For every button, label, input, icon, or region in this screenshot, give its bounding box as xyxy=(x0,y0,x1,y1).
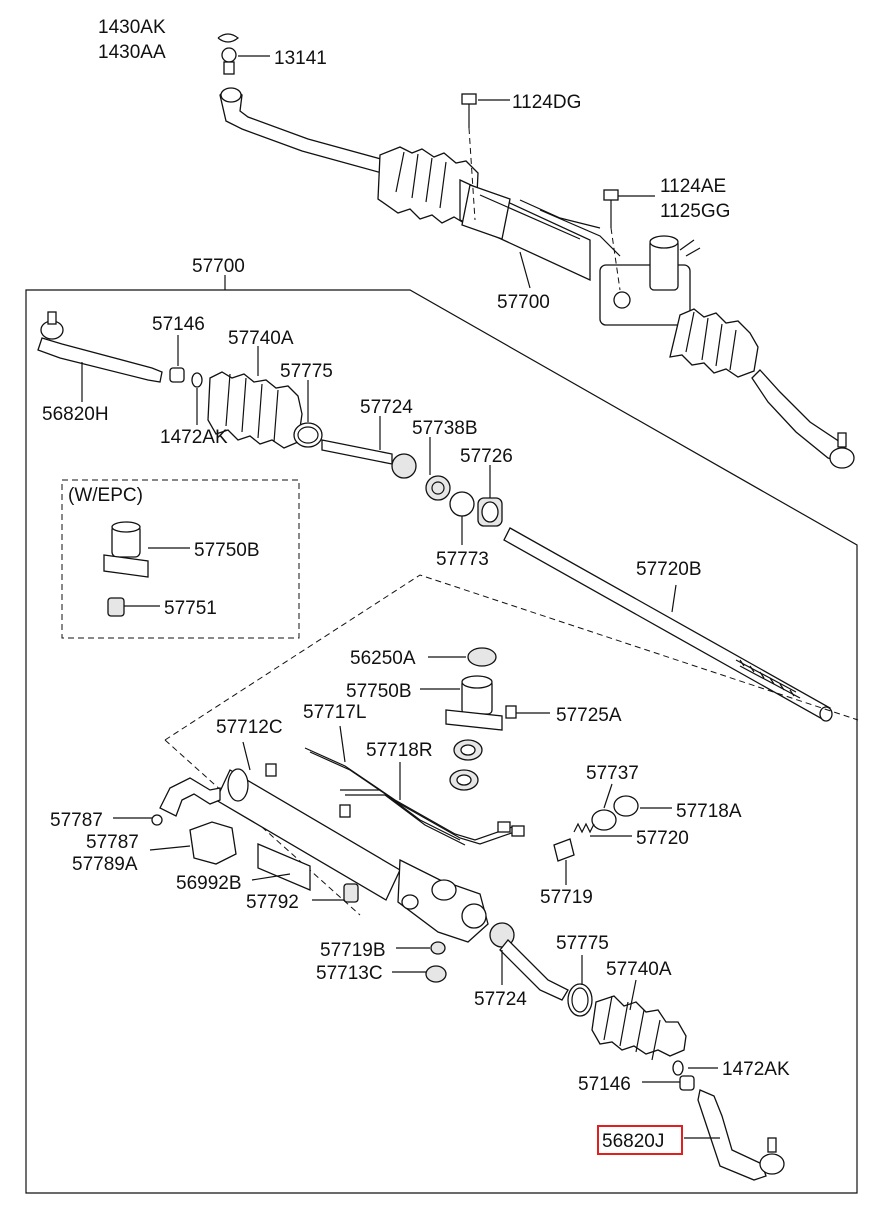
label-57724-b: 57724 xyxy=(474,989,527,1010)
label-57737: 57737 xyxy=(586,763,639,784)
left-tie-rod-parts xyxy=(37,311,503,527)
label-57713c: 57713C xyxy=(316,963,383,984)
leader-lines-gear xyxy=(113,656,672,973)
leader-lines-top xyxy=(238,55,655,291)
label-56992b: 56992B xyxy=(176,873,242,894)
label-1124dg: 1124DG xyxy=(512,92,581,113)
leader-lines-mid xyxy=(81,335,491,545)
label-57719b: 57719B xyxy=(320,940,386,961)
label-w-epc: (W/EPC) xyxy=(68,485,143,506)
label-57726: 57726 xyxy=(460,446,513,467)
label-1430aa: 1430AA xyxy=(98,42,166,63)
label-1472ak-a: 1472AK xyxy=(160,427,228,448)
label-57718r: 57718R xyxy=(366,740,433,761)
label-57750b-b: 57750B xyxy=(346,681,412,702)
label-1430ak: 1430AK xyxy=(98,17,166,38)
label-57700-box: 57700 xyxy=(497,292,550,313)
label-57787-a: 57787 xyxy=(50,810,103,831)
label-1124ae: 1124AE xyxy=(660,176,726,197)
label-57700-top: 57700 xyxy=(192,256,245,277)
label-57719: 57719 xyxy=(540,887,593,908)
label-57720b: 57720B xyxy=(636,559,702,580)
label-1125gg: 1125GG xyxy=(660,201,730,222)
leader-lines-right xyxy=(501,950,720,1139)
label-57146-a: 57146 xyxy=(152,314,205,335)
label-57146-b: 57146 xyxy=(578,1074,631,1095)
label-57717l: 57717L xyxy=(303,702,366,723)
w-epc-box xyxy=(61,479,300,639)
rack-bar xyxy=(503,527,833,722)
label-57724-a: 57724 xyxy=(360,397,413,418)
part-labels: 1430AK 1430AA 13141 1124DG 1124AE 1125GG… xyxy=(42,17,790,1152)
label-57738b: 57738B xyxy=(412,418,478,439)
label-57773: 57773 xyxy=(436,549,489,570)
label-57718a: 57718A xyxy=(676,801,742,822)
label-57775-b: 57775 xyxy=(556,933,609,954)
label-57740a-a: 57740A xyxy=(228,328,294,349)
label-57750b-a: 57750B xyxy=(194,540,260,561)
label-57789a: 57789A xyxy=(72,854,138,875)
label-57775-a: 57775 xyxy=(280,361,333,382)
label-1472ak-b: 1472AK xyxy=(722,1059,790,1080)
label-57740a-b: 57740A xyxy=(606,959,672,980)
right-tie-rod-parts xyxy=(489,922,785,1181)
gear-housing-parts xyxy=(151,647,639,983)
label-57712c: 57712C xyxy=(216,717,283,738)
part-highlight-box xyxy=(597,1125,683,1155)
assembly-outline-box xyxy=(25,275,858,1194)
label-56250a: 56250A xyxy=(350,648,416,669)
label-56820h: 56820H xyxy=(42,404,109,425)
label-13141: 13141 xyxy=(274,48,327,69)
label-57787-b: 57787 xyxy=(86,832,139,853)
label-57720: 57720 xyxy=(636,828,689,849)
label-57792: 57792 xyxy=(246,892,299,913)
label-57725a: 57725A xyxy=(556,705,622,726)
rack-assembly-top xyxy=(217,33,855,469)
label-57751: 57751 xyxy=(164,598,217,619)
label-56820j: 56820J xyxy=(602,1131,664,1152)
